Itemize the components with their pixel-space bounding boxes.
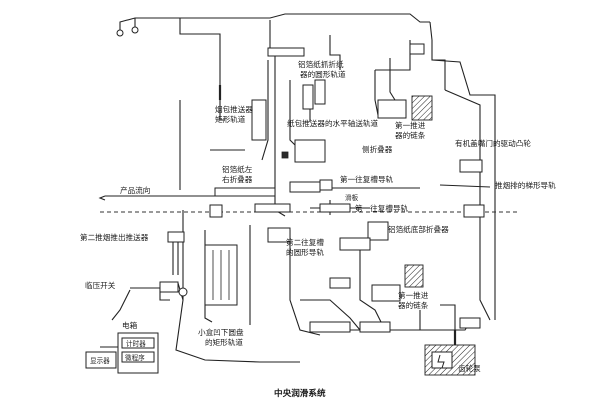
label-second-pusher: 第二推烟推出推送器 xyxy=(80,232,149,242)
gear-pump-motor xyxy=(431,351,453,369)
label-pressure-switch: 临压开关 xyxy=(85,280,116,290)
left-folder-rail xyxy=(214,187,276,197)
label-second-arc-1: 第二往复槽 xyxy=(286,237,324,247)
joint-left-1 xyxy=(116,29,124,37)
pressure-switch xyxy=(159,281,179,293)
programmer-box xyxy=(121,351,155,363)
bottom-distributor-left xyxy=(309,321,351,333)
second-pusher-block xyxy=(167,231,185,243)
label-programmer: 微程序 xyxy=(125,353,145,362)
label-arc-track: 器的圆形轨道 xyxy=(300,69,346,79)
label-first-guide-upper: 第一往复槽导轨 xyxy=(340,174,394,184)
bottom-folder-block xyxy=(367,221,389,241)
label-left-folder-2: 右折叠器 xyxy=(222,174,253,184)
tube-1 xyxy=(302,84,314,110)
first-guide-upper-block xyxy=(289,181,321,193)
label-chain-top-1: 第一推进 xyxy=(395,120,426,130)
label-foil-pusher-1: 烟包推送器 xyxy=(215,104,253,114)
side-folder-block xyxy=(294,139,326,163)
label-chain-top-2: 器的链条 xyxy=(395,130,426,140)
components xyxy=(85,26,485,376)
foil-pusher-block xyxy=(251,99,267,141)
bottom-distributor-right xyxy=(459,317,481,329)
top-right-distributor xyxy=(409,43,425,55)
top-distributor xyxy=(267,47,305,57)
lower-left-rail xyxy=(254,203,291,213)
chain-bottom-block xyxy=(371,284,401,302)
cam-block xyxy=(459,159,483,173)
tube-2 xyxy=(314,79,326,105)
bottom-distributor-mid xyxy=(359,321,391,333)
label-gear-pump: 齿轮泵 xyxy=(458,363,481,373)
label-foil-pusher-2: 矩形轨道 xyxy=(215,114,246,124)
diagram-title: 中央润滑系统 xyxy=(274,387,326,399)
first-guide-upper-end xyxy=(319,179,333,191)
label-foil-arc-top: 铝箔纸抓折纸 xyxy=(298,59,344,69)
label-bottom-folder: 铝箔纸底部折叠器 xyxy=(388,224,449,234)
label-small-box-1: 小盒凹下圆盘 xyxy=(198,327,244,337)
label-paper-pusher: 纸包推送器的水平轴送轨道 xyxy=(287,118,379,128)
label-electric-box: 电箱 xyxy=(122,320,138,330)
label-chain-bottom-1: 第一推进 xyxy=(398,290,429,300)
lower-mid-rail xyxy=(319,203,351,213)
display-box xyxy=(85,351,117,369)
side-folder-joint xyxy=(281,151,289,159)
label-display: 显示器 xyxy=(90,357,110,365)
label-cam: 有机盖嘴门的驱动凸轮 xyxy=(455,138,531,148)
bottom-folder-rail xyxy=(339,237,371,251)
center-distributor xyxy=(329,277,351,289)
label-small-box-2: 的矩形轨道 xyxy=(205,337,243,347)
label-second-arc-2: 的圆形导轨 xyxy=(286,247,324,257)
label-guide-small: 滑板 xyxy=(345,193,359,202)
joint-left-2 xyxy=(131,26,139,34)
second-arc-block xyxy=(267,227,291,243)
trapezoid-block xyxy=(463,204,485,218)
label-chain-bottom-2: 器的链条 xyxy=(398,300,429,310)
label-first-guide-lower: 第一往复槽导轨 xyxy=(355,203,409,213)
labels: 铝箔纸抓折纸 器的圆形轨道 烟包推送器 矩形轨道 纸包推送器的水平轴送轨道 第一… xyxy=(80,59,556,399)
pressure-switch-gauge xyxy=(178,287,188,297)
first-pusher-chain-bottom xyxy=(404,264,424,288)
arc-joint xyxy=(209,204,223,218)
timer-box xyxy=(121,337,155,349)
label-timer: 计时器 xyxy=(126,339,146,348)
label-product-direction: 产品流向 xyxy=(120,185,150,195)
chain-top-block xyxy=(377,99,407,119)
first-pusher-chain-top xyxy=(411,95,433,121)
label-left-folder-1: 铝箔纸左 xyxy=(222,164,253,174)
label-trapezoid: 推烟排的梯形导轨 xyxy=(495,180,556,190)
label-side-folder: 侧折叠器 xyxy=(362,144,393,154)
